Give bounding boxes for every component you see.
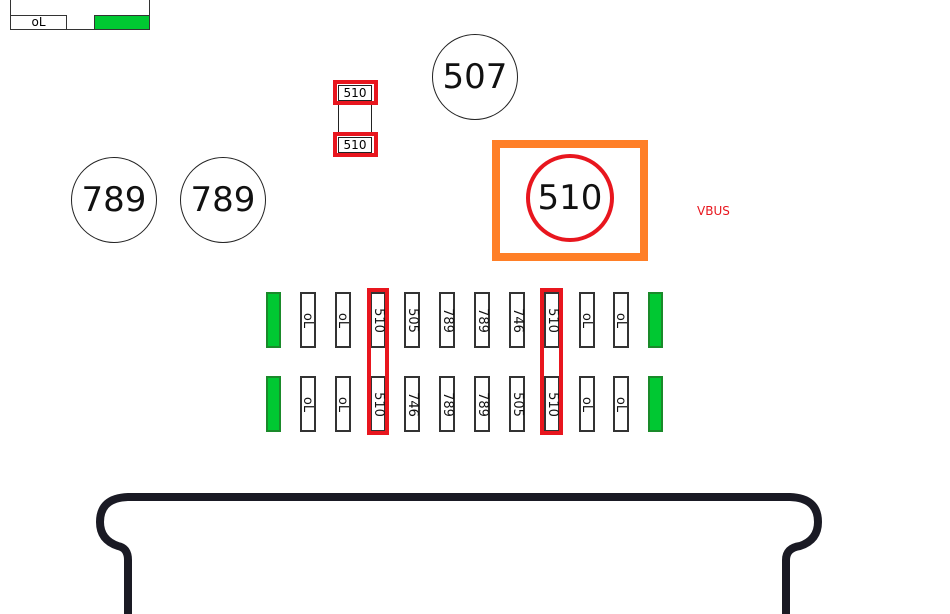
pin-top-7[interactable]: 789	[474, 292, 490, 348]
smd-pad-top[interactable]: 510	[338, 85, 372, 101]
pin-bottom-7[interactable]: 789	[474, 376, 490, 432]
pin-510-right-highlight	[540, 288, 563, 435]
pin-top-2[interactable]: oL	[300, 292, 316, 348]
pin-bottom-12[interactable]	[648, 376, 663, 432]
top-left-pad-green[interactable]	[94, 15, 150, 30]
pin-bottom-3[interactable]: oL	[335, 376, 351, 432]
test-point-789-left[interactable]: 789	[71, 157, 157, 243]
orange-highlight-box	[492, 140, 648, 261]
pin-top-8[interactable]: 746	[509, 292, 525, 348]
top-left-pad-ol[interactable]: oL	[10, 15, 67, 30]
pin-top-6[interactable]: 789	[439, 292, 455, 348]
pin-top-11[interactable]: oL	[613, 292, 629, 348]
pin-bottom-8[interactable]: 505	[509, 376, 525, 432]
pin-top-1[interactable]	[266, 292, 281, 348]
smd-pad-bottom[interactable]: 510	[338, 137, 372, 153]
pin-bottom-2[interactable]: oL	[300, 376, 316, 432]
pin-bottom-6[interactable]: 789	[439, 376, 455, 432]
pin-bottom-11[interactable]: oL	[613, 376, 629, 432]
test-point-510[interactable]: 510	[526, 154, 614, 242]
pin-top-12[interactable]	[648, 292, 663, 348]
smd-component-body	[338, 103, 372, 133]
pin-510-left-highlight	[367, 288, 389, 435]
pin-bottom-5[interactable]: 746	[404, 376, 420, 432]
vbus-label: VBUS	[697, 204, 730, 218]
pin-bottom-1[interactable]	[266, 376, 281, 432]
pin-top-3[interactable]: oL	[335, 292, 351, 348]
smd-bottom-highlight	[333, 132, 378, 157]
test-point-789-right[interactable]: 789	[180, 157, 266, 243]
test-point-507[interactable]: 507	[432, 34, 518, 120]
smd-top-highlight	[333, 80, 378, 105]
pin-top-10[interactable]: oL	[579, 292, 595, 348]
pin-top-5[interactable]: 505	[404, 292, 420, 348]
pin-bottom-10[interactable]: oL	[579, 376, 595, 432]
